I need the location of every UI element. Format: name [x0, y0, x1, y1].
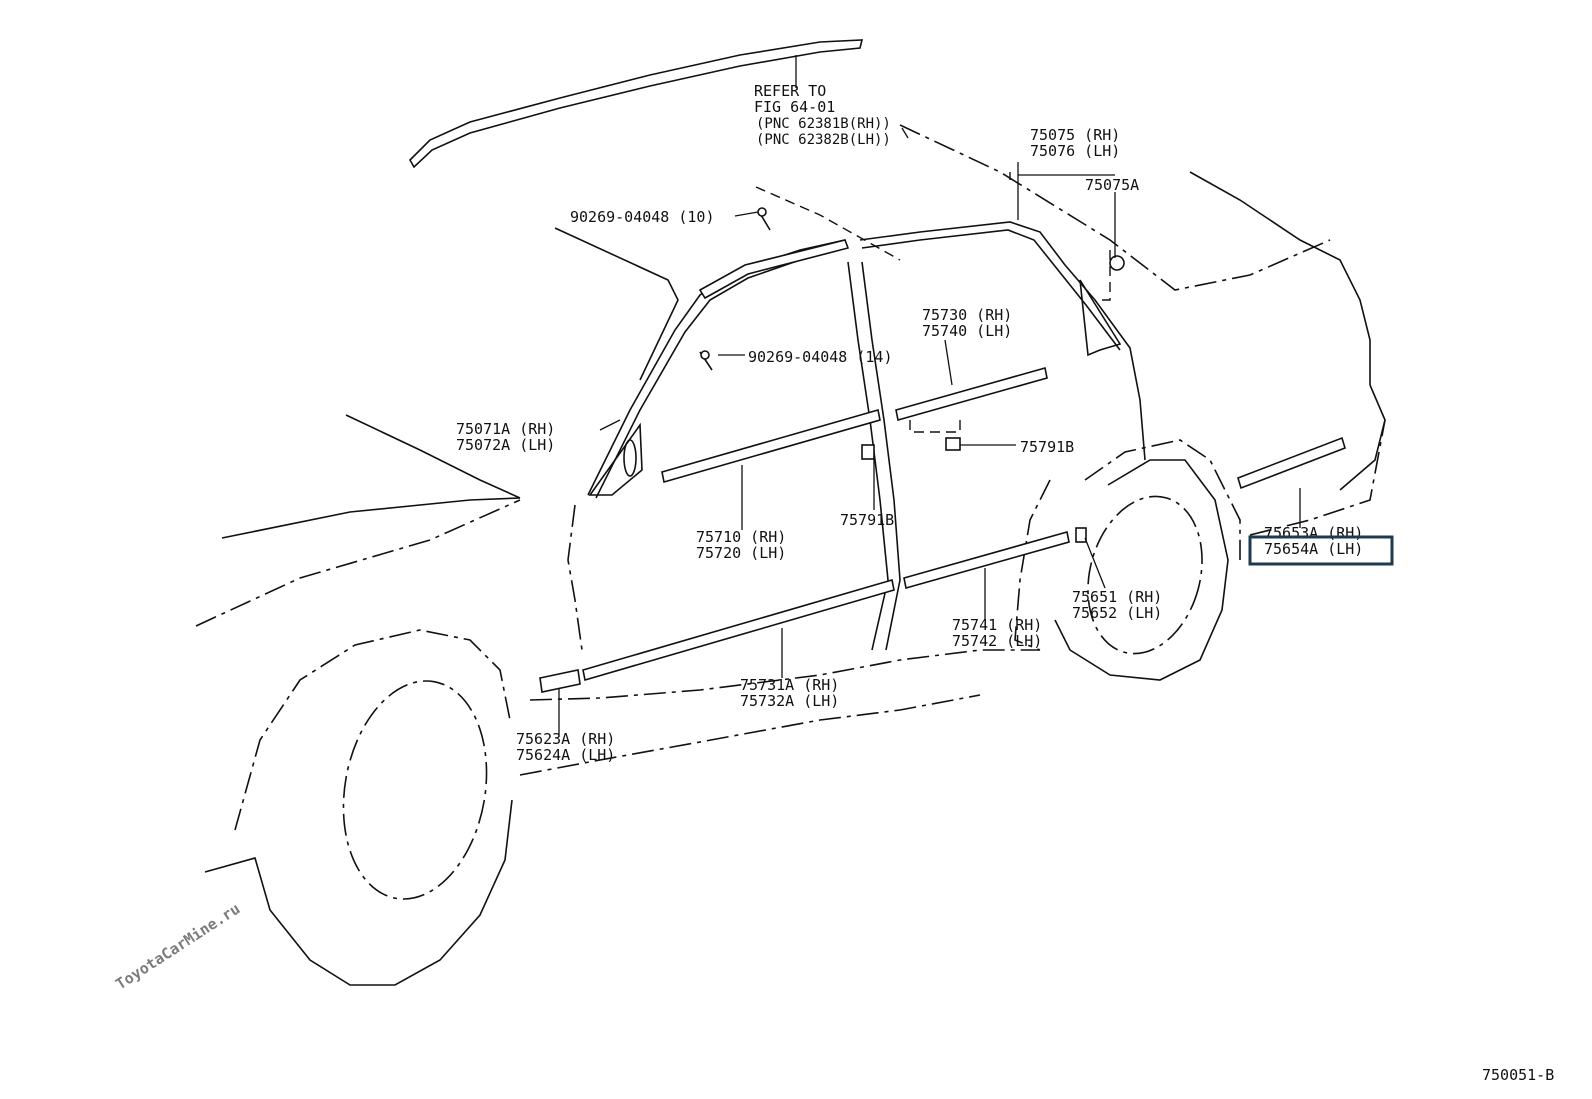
label-75732a: 75732A (LH)	[740, 692, 839, 710]
leader-lines	[558, 55, 1301, 735]
label-75791b-front: 75791B	[840, 511, 894, 529]
figure-id: 750051-B	[1482, 1066, 1554, 1084]
part-shapes	[539, 207, 1346, 693]
label-75076: 75076 (LH)	[1030, 142, 1120, 160]
reference-note-line3: (PNC 62381B(RH))	[756, 116, 891, 132]
reference-note-line2: FIG 64-01	[754, 98, 835, 116]
highlight-box-75654a	[1248, 535, 1394, 566]
label-75654a: 75654A (LH)	[1264, 540, 1363, 558]
label-75075: 75075 (RH)	[1030, 126, 1120, 144]
label-75651: 75651 (RH)	[1072, 588, 1162, 606]
label-clip-roof: 90269-04048 (10)	[570, 208, 715, 226]
label-75071a: 75071A (RH)	[456, 420, 555, 438]
watermark: ToyotaCarMine.ru	[112, 900, 243, 994]
label-75742: 75742 (LH)	[952, 632, 1042, 650]
label-75740: 75740 (LH)	[922, 322, 1012, 340]
label-75072a: 75072A (LH)	[456, 436, 555, 454]
reference-note-line4: (PNC 62382B(LH))	[756, 132, 891, 148]
label-75710: 75710 (RH)	[696, 528, 786, 546]
label-75624a: 75624A (LH)	[516, 746, 615, 764]
label-75652: 75652 (LH)	[1072, 604, 1162, 622]
label-clip-front: 90269-04048 (14)	[748, 348, 893, 366]
label-75731a: 75731A (RH)	[740, 676, 839, 694]
label-75075a: 75075A	[1085, 176, 1139, 194]
reference-note-line1: REFER TO	[754, 82, 826, 100]
label-75791b-rear: 75791B	[1020, 438, 1074, 456]
label-75720: 75720 (LH)	[696, 544, 786, 562]
label-75623a: 75623A (RH)	[516, 730, 615, 748]
callouts: REFER TO FIG 64-01 (PNC 62381B(RH)) (PNC…	[456, 82, 1554, 1084]
car-outline	[195, 39, 1386, 986]
label-75741: 75741 (RH)	[952, 616, 1042, 634]
label-75730: 75730 (RH)	[922, 306, 1012, 324]
